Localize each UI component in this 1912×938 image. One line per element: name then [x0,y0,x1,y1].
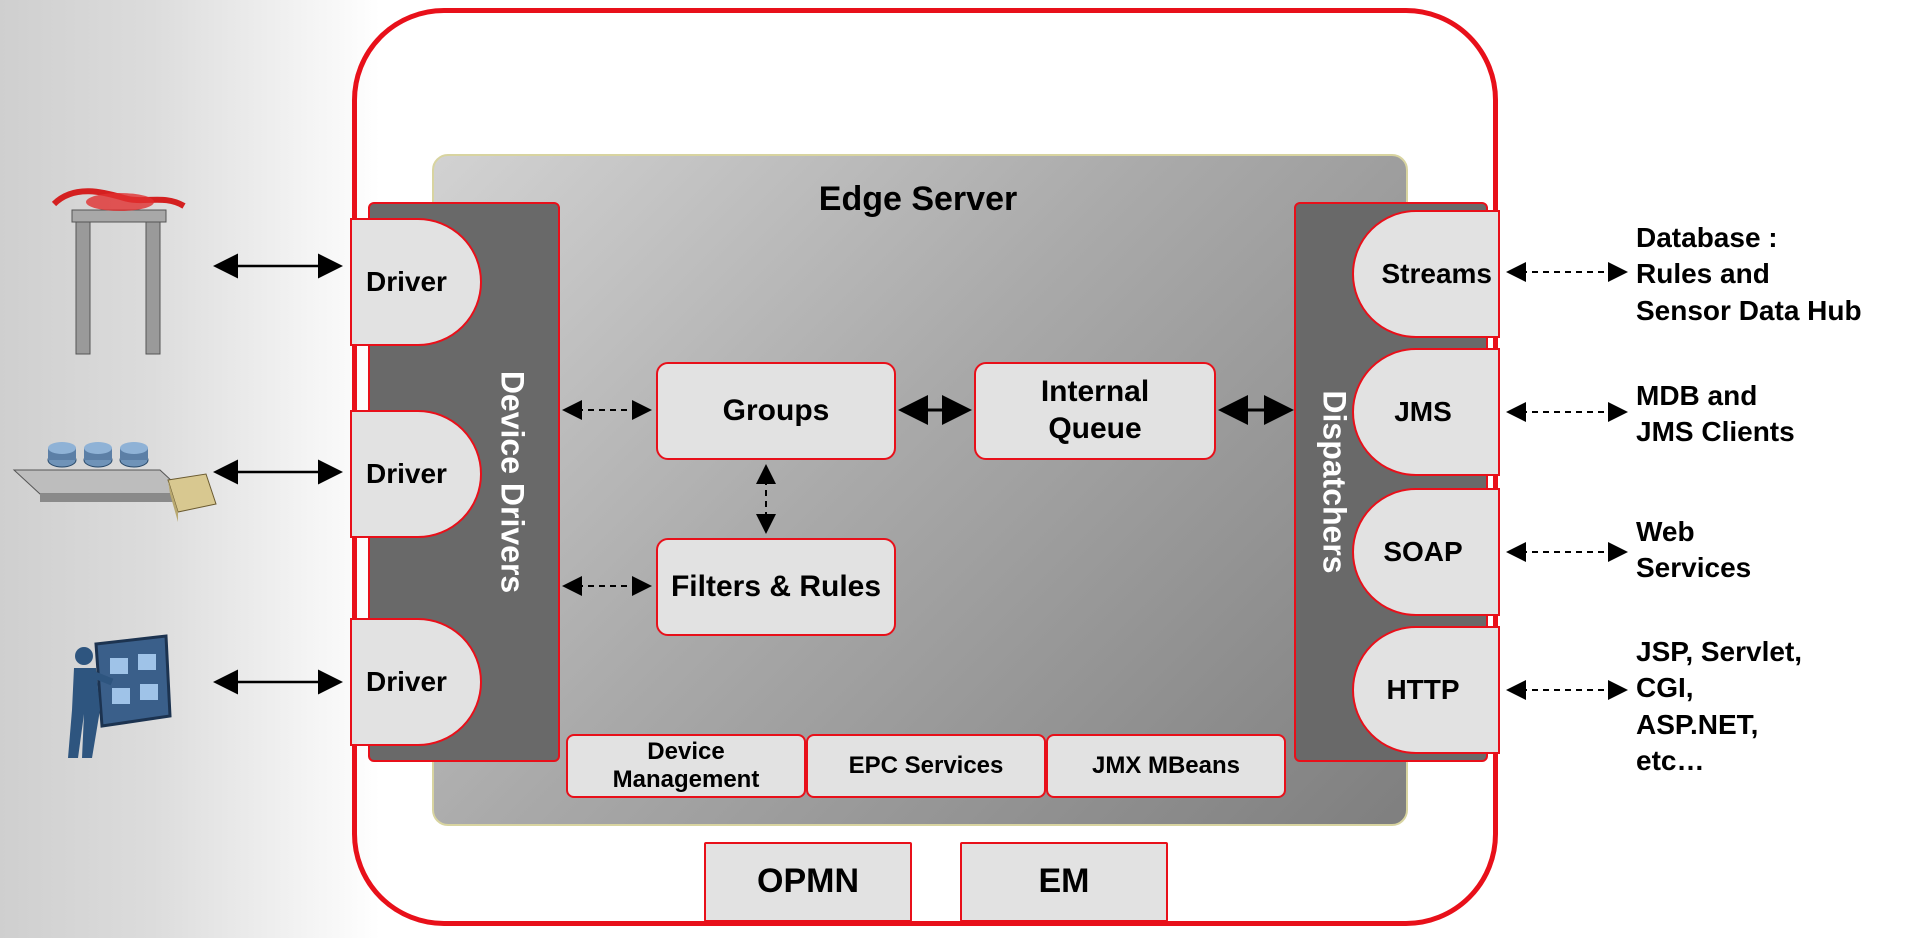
jmx-mbeans-box: JMX MBeans [1046,734,1286,798]
epc-services-box: EPC Services [806,734,1046,798]
dispatcher-streams: Streams [1352,210,1500,338]
external-mdb-label: MDB and JMS Clients [1636,378,1795,451]
ext-line: CGI, [1636,672,1694,704]
internal-queue-box: Internal Queue [974,362,1216,460]
driver-tab: Driver [350,410,482,538]
handheld-display-person-icon [68,634,172,758]
ext-line: Web [1636,516,1695,547]
driver-tab: Driver [350,218,482,346]
ext-line: Rules and [1636,258,1770,290]
ext-line: Database : [1636,222,1778,253]
device-management-line: Management [612,766,760,793]
ext-line: JSP, Servlet, [1636,636,1803,667]
dispatcher-soap: SOAP [1352,488,1500,616]
filters-rules-box: Filters & Rules [656,538,896,636]
conveyor-belt-icon [12,442,217,522]
external-jsp-label: JSP, Servlet, CGI, ASP.NET, etc… [1636,634,1802,780]
ext-line: MDB and [1636,380,1758,411]
ext-line: JMS Clients [1636,416,1795,448]
ext-line: ASP.NET, [1636,708,1759,740]
device-management-line: Device [647,738,725,766]
opmn-box: OPMN [704,842,912,922]
device-management-box: Device Management [566,734,806,798]
driver-tab: Driver [350,618,482,746]
ext-line: Services [1636,552,1752,584]
internal-queue-line: Internal [1040,375,1150,409]
groups-box: Groups [656,362,896,460]
internal-queue-line: Queue [1048,412,1142,445]
dispatcher-jms: JMS [1352,348,1500,476]
external-web-label: Web Services [1636,514,1751,587]
em-box: EM [960,842,1168,922]
ext-line: Sensor Data Hub [1636,294,1862,326]
external-database-label: Database : Rules and Sensor Data Hub [1636,220,1862,329]
rfid-portal-reader-icon [51,188,186,355]
edge-server-title: Edge Server [818,180,1018,218]
dispatcher-http: HTTP [1352,626,1500,754]
ext-line: etc… [1636,745,1705,777]
